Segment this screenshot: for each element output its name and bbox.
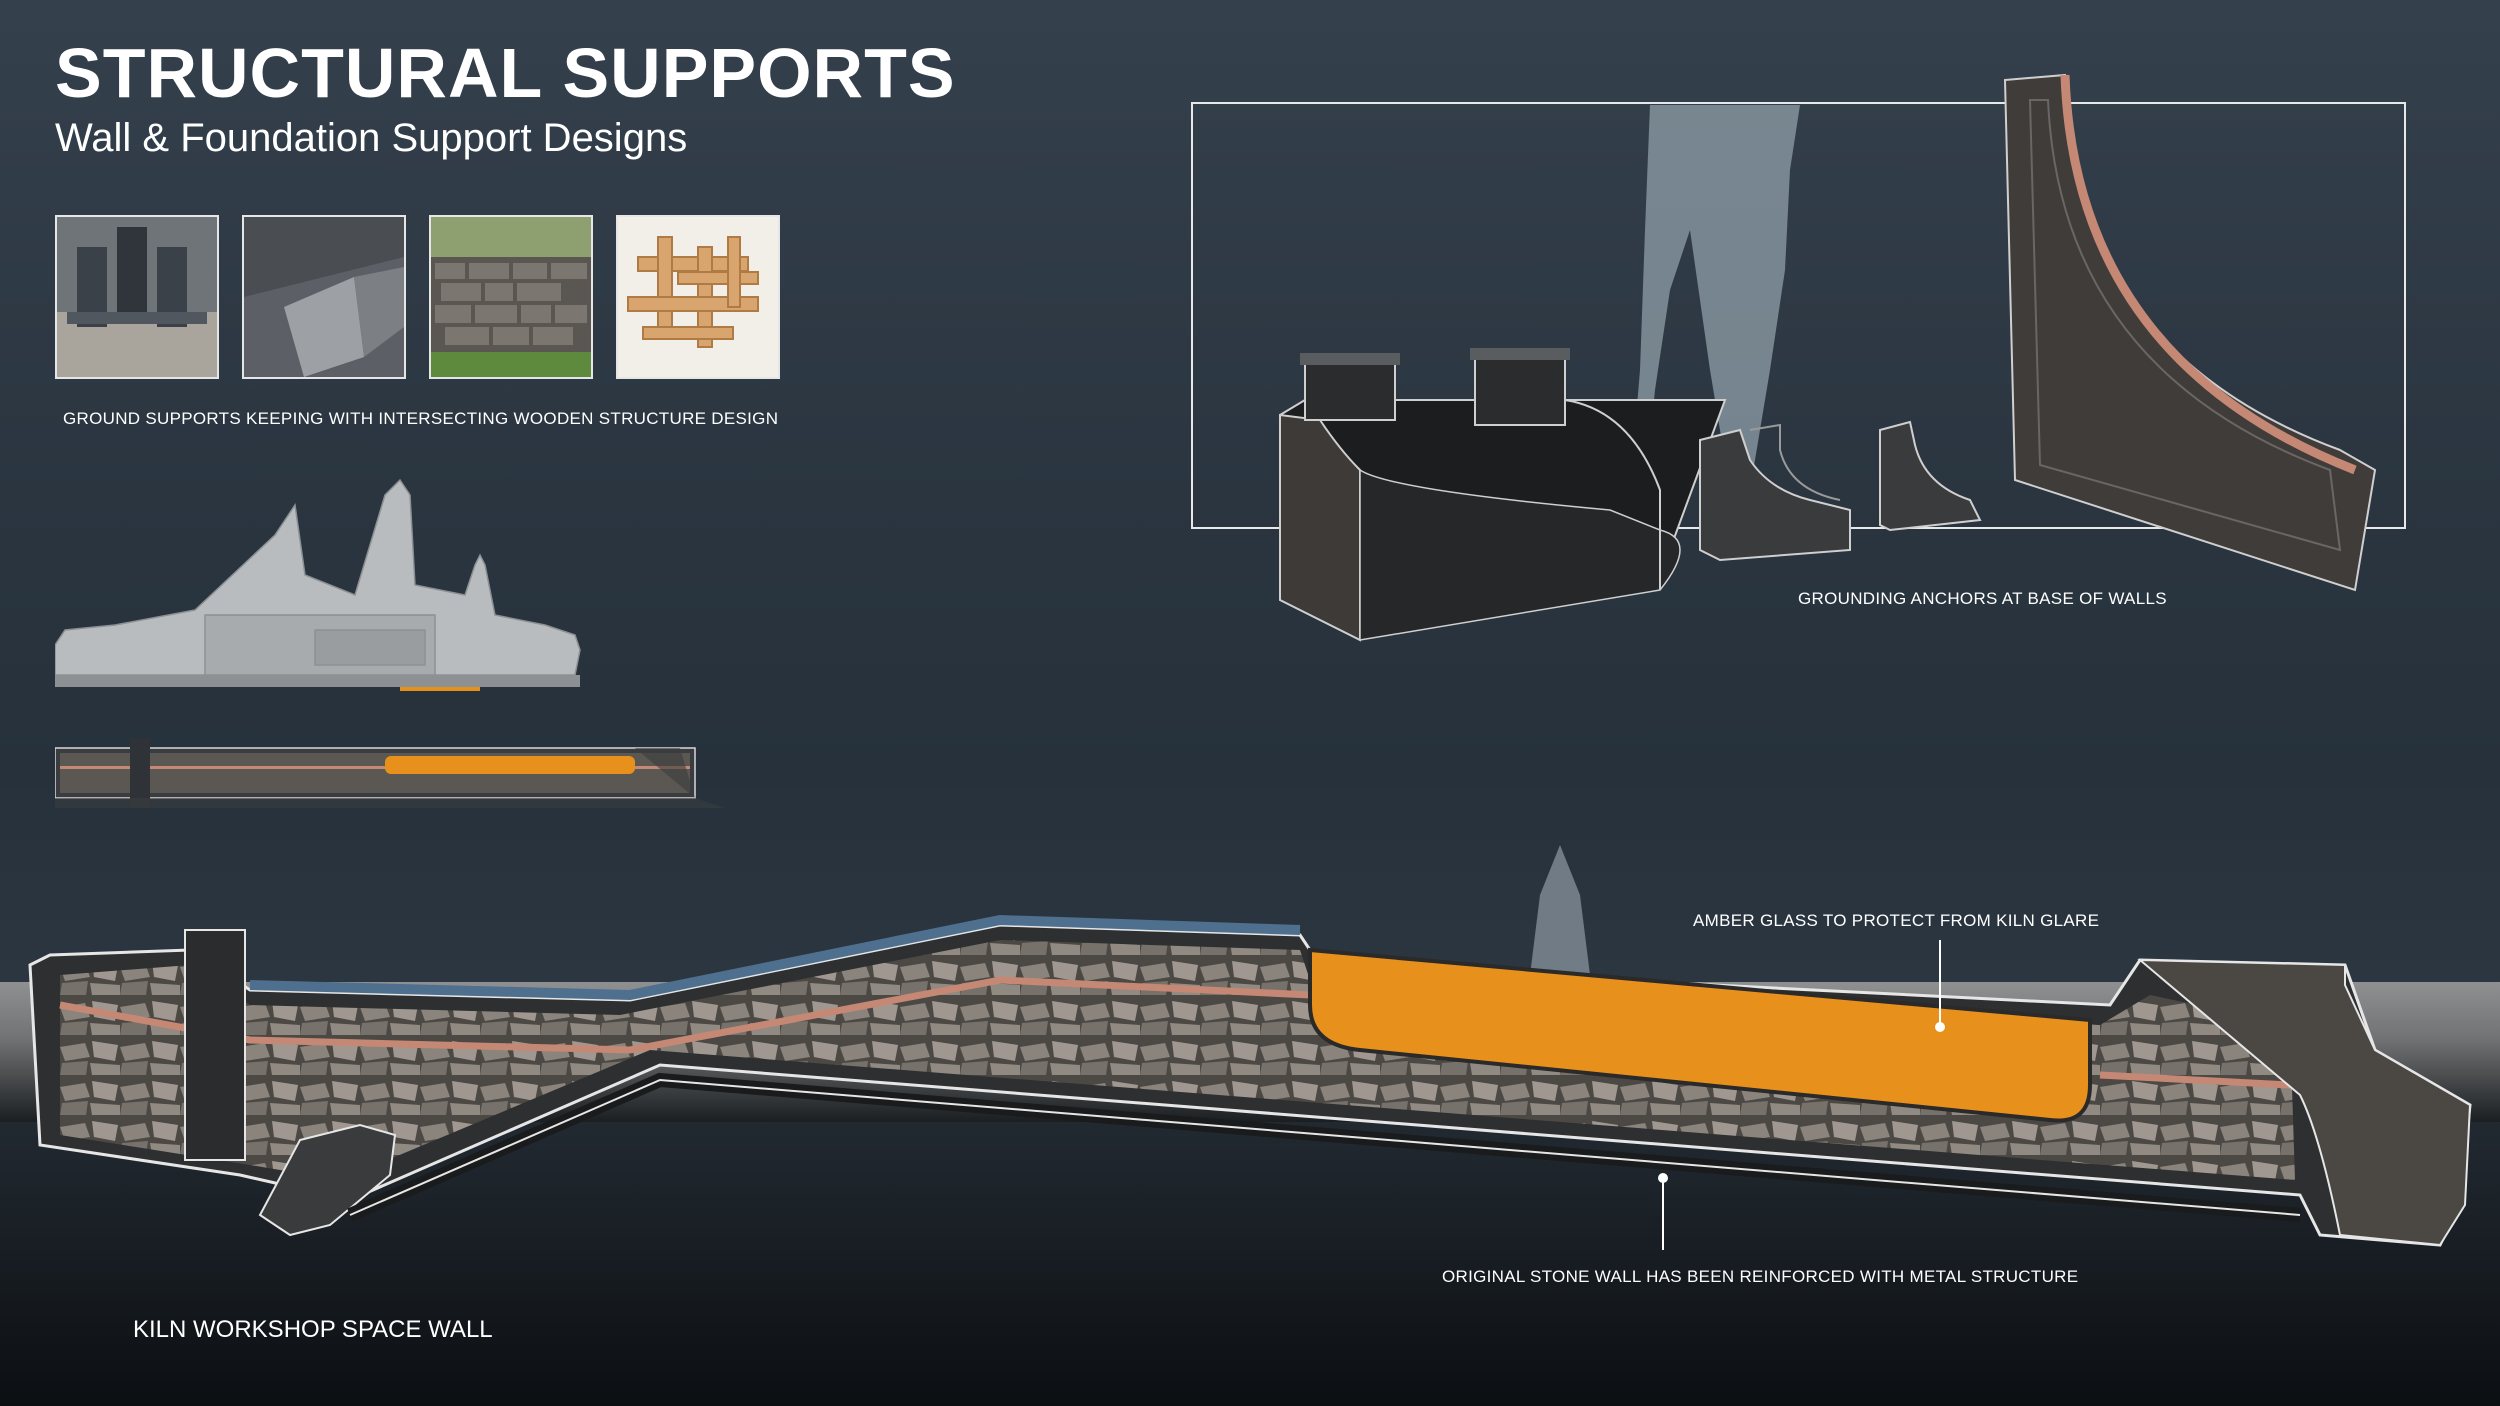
tall-curved-anchor (2003, 73, 2377, 592)
reference-image-stone-wall (429, 215, 593, 379)
kiln-workshop-wall-render (28, 845, 2472, 1250)
wall-section-preview (55, 738, 725, 808)
reference-image-bracket (242, 215, 406, 379)
medium-anchor (1699, 423, 1851, 562)
caption-grounding-anchors: GROUNDING ANCHORS AT BASE OF WALLS (1798, 589, 2167, 608)
stacked-stone-wall-photo-icon (431, 217, 591, 377)
page-title: STRUCTURAL SUPPORTS (55, 34, 956, 112)
caption-kiln-wall: KILN WORKSHOP SPACE WALL (133, 1316, 493, 1343)
amber-glass-panel (1308, 947, 2092, 1123)
steel-base-plate-photo-icon (57, 217, 217, 377)
human-scale-silhouette (1630, 105, 1800, 490)
page-subtitle: Wall & Foundation Support Designs (55, 116, 688, 160)
caption-ground-supports: GROUND SUPPORTS KEEPING WITH INTERSECTIN… (63, 409, 779, 428)
metal-bracket-photo-icon (244, 217, 404, 377)
building-elevation-render (55, 478, 581, 691)
caption-stone-wall: ORIGINAL STONE WALL HAS BEEN REINFORCED … (1442, 1267, 2079, 1286)
grounding-anchors-render (1191, 73, 2406, 642)
interlocking-wood-blocks-photo-icon (618, 217, 778, 377)
small-anchor (1879, 420, 1982, 532)
reference-image-steel-base (55, 215, 219, 379)
reference-image-wood-blocks (616, 215, 780, 379)
caption-amber-glass: AMBER GLASS TO PROTECT FROM KILN GLARE (1693, 911, 2100, 930)
large-base-anchor (1279, 348, 1727, 642)
